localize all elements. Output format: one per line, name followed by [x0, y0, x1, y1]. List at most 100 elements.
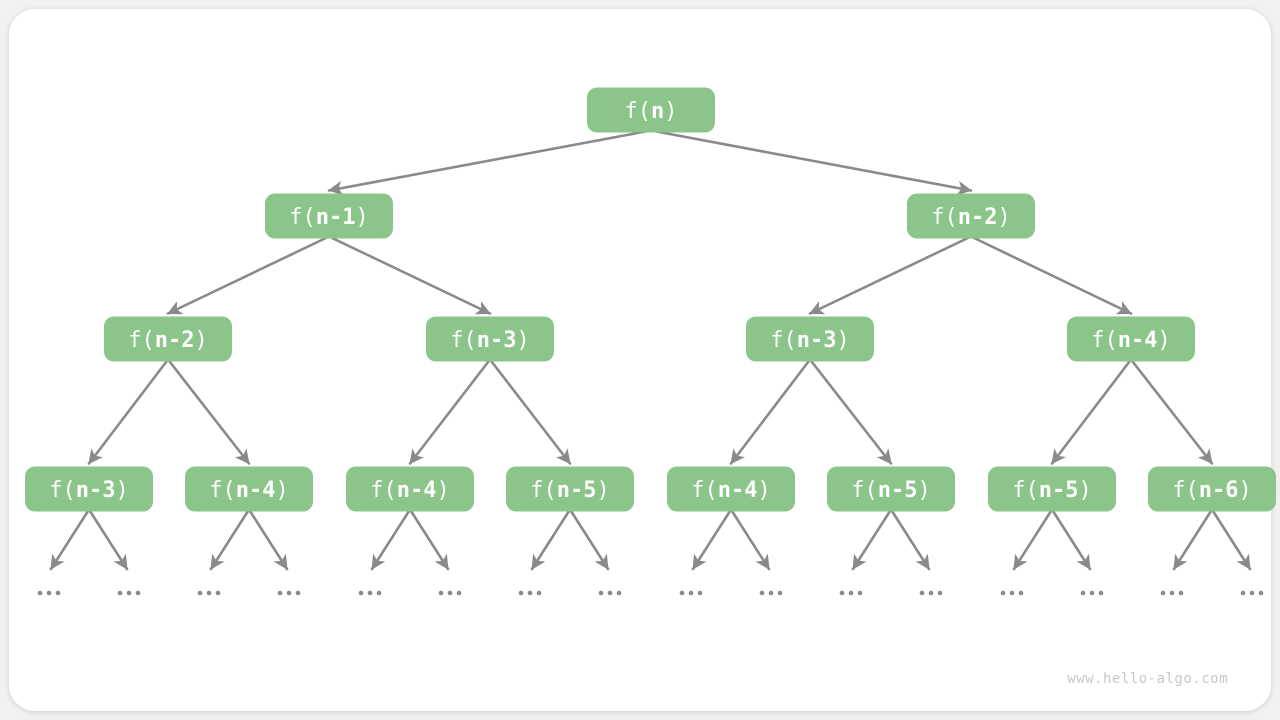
- node-box: [426, 316, 554, 362]
- node-box: [907, 193, 1035, 239]
- tree-node: f(n-3): [426, 316, 554, 362]
- dot: [117, 590, 123, 596]
- ellipsis-arrow: [691, 508, 733, 571]
- figure-card: f(n)f(n-1)f(n-2)f(n-2)f(n-3)f(n-3)f(n-4)…: [9, 9, 1276, 711]
- tree-node: f(n-3): [746, 316, 874, 362]
- tree-node: f(n-2): [104, 316, 232, 362]
- node-label: f(n-2): [931, 205, 1011, 230]
- node-label: f(n-4): [370, 478, 450, 503]
- dot: [768, 590, 774, 596]
- ellipsis-dots: [277, 590, 301, 596]
- tree-node: f(n-5): [506, 466, 634, 512]
- tree-node: f(n-5): [988, 466, 1116, 512]
- ellipsis-arrow: [209, 508, 251, 571]
- ellipsis-dots: [598, 590, 622, 596]
- ellipsis-dots: [37, 590, 61, 596]
- dot: [447, 590, 453, 596]
- node-label: f(n-6): [1172, 478, 1252, 503]
- dot: [206, 590, 212, 596]
- dot: [919, 590, 925, 596]
- node-label: f(n-5): [851, 478, 931, 503]
- dot: [1018, 590, 1024, 596]
- tree-edge: [808, 358, 893, 465]
- ellipsis-arrow: [49, 508, 91, 571]
- ellipsis-dots: [358, 590, 382, 596]
- dot: [46, 590, 52, 596]
- node-box: [988, 466, 1116, 512]
- watermark-text: www.hello-algo.com: [1067, 671, 1228, 687]
- tree-edge: [649, 129, 973, 196]
- tree-node: f(n-4): [1067, 316, 1195, 362]
- node-label: f(n-5): [1012, 478, 1092, 503]
- tree-edge: [166, 358, 251, 465]
- tree-edge: [166, 235, 331, 315]
- dot: [1000, 590, 1006, 596]
- node-box: [104, 316, 232, 362]
- dot: [848, 590, 854, 596]
- ellipsis-dots: [1080, 590, 1104, 596]
- dot: [1178, 590, 1184, 596]
- ellipsis-dots: [197, 590, 221, 596]
- dot: [536, 590, 542, 596]
- node-box: [1067, 316, 1195, 362]
- ellipsis-arrow: [1012, 508, 1054, 571]
- dot: [438, 590, 444, 596]
- node-box: [667, 466, 795, 512]
- tree-edge: [808, 235, 973, 315]
- dot: [376, 590, 382, 596]
- node-label: f(n-4): [209, 478, 289, 503]
- dot: [358, 590, 364, 596]
- node-label: f(n-1): [289, 205, 369, 230]
- ellipsis-arrow: [851, 508, 893, 571]
- dot: [1169, 590, 1175, 596]
- node-box: [506, 466, 634, 512]
- node-label: f(n-3): [49, 478, 129, 503]
- ellipsis-dots: [438, 590, 462, 596]
- dot: [197, 590, 203, 596]
- node-box: [587, 87, 715, 133]
- dot: [688, 590, 694, 596]
- node-box: [185, 466, 313, 512]
- ellipsis-arrow: [247, 508, 289, 571]
- dot: [928, 590, 934, 596]
- ellipsis-arrow: [1050, 508, 1092, 571]
- dot: [295, 590, 301, 596]
- dot: [607, 590, 613, 596]
- dot: [759, 590, 765, 596]
- tree-node: f(n-6): [1148, 466, 1276, 512]
- tree-node: f(n-5): [827, 466, 955, 512]
- ellipsis-arrow: [729, 508, 771, 571]
- node-label: f(n-4): [691, 478, 771, 503]
- tree-edge: [1050, 358, 1133, 465]
- dot: [697, 590, 703, 596]
- node-box: [265, 193, 393, 239]
- dot: [1240, 590, 1246, 596]
- tree-edge: [87, 358, 170, 465]
- dot: [456, 590, 462, 596]
- dot: [616, 590, 622, 596]
- ellipsis-dots: [839, 590, 863, 596]
- dot: [126, 590, 132, 596]
- node-label: f(n-2): [128, 328, 208, 353]
- dot: [679, 590, 685, 596]
- tree-edge: [969, 235, 1133, 315]
- ellipsis-dots: [1240, 590, 1264, 596]
- ellipsis-arrow: [87, 508, 129, 571]
- dot: [1160, 590, 1166, 596]
- ellipsis-arrow: [408, 508, 450, 571]
- ellipsis-arrow: [530, 508, 572, 571]
- dot: [367, 590, 373, 596]
- tree-node: f(n-4): [667, 466, 795, 512]
- node-label: f(n-3): [450, 328, 530, 353]
- dot: [277, 590, 283, 596]
- ellipsis-dots: [518, 590, 542, 596]
- tree-node: f(n-4): [185, 466, 313, 512]
- tree-edge: [327, 235, 492, 315]
- dot: [1089, 590, 1095, 596]
- tree-node: f(n-4): [346, 466, 474, 512]
- node-label: f(n-3): [770, 328, 850, 353]
- ellipsis-arrow: [1172, 508, 1214, 571]
- tree-edge: [488, 358, 572, 465]
- ellipsis-dots: [759, 590, 783, 596]
- tree-edge: [1129, 358, 1214, 465]
